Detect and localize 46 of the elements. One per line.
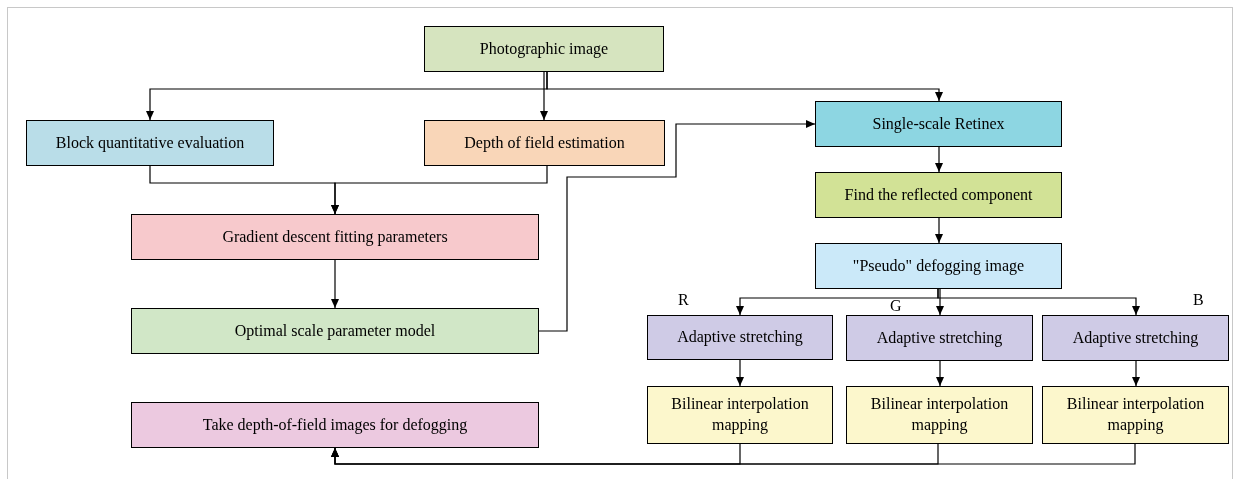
arrow	[1132, 360, 1140, 387]
arrow	[331, 259, 339, 309]
arrow	[540, 71, 548, 121]
box-label: Photographic image	[479, 38, 609, 60]
process-box	[815, 101, 1062, 147]
box-label: Gradient descent fitting parameters	[222, 226, 448, 248]
channel-label: G	[890, 298, 902, 314]
box-label: Block quantitative evaluation	[55, 132, 245, 154]
arrow	[937, 288, 1140, 316]
arrow	[935, 217, 943, 244]
box-label: Adaptive stretching	[1072, 327, 1199, 349]
arrow	[331, 443, 1136, 465]
box-label: Single-scale Retinex	[872, 113, 1005, 135]
box-label: Optimal scale parameter model	[234, 320, 436, 342]
process-box	[26, 120, 274, 166]
box-label: Find the reflected component	[844, 184, 1033, 206]
box-label: Take depth-of-field images for defogging	[202, 414, 468, 436]
process-box	[815, 172, 1062, 218]
process-box	[647, 315, 833, 360]
arrow	[935, 146, 943, 173]
process-box	[1042, 386, 1229, 444]
arrow	[546, 71, 943, 102]
box-label: "Pseudo" defogging image	[852, 255, 1025, 277]
process-box	[1042, 315, 1229, 361]
arrow	[331, 165, 548, 215]
process-box	[846, 386, 1033, 444]
arrow	[538, 120, 816, 332]
process-box	[131, 308, 539, 354]
box-label: Bilinear interpolation mapping	[1065, 394, 1206, 436]
process-box	[131, 214, 539, 260]
arrow	[736, 359, 744, 387]
arrow	[936, 360, 944, 387]
process-box	[424, 26, 664, 72]
process-box	[424, 120, 665, 166]
box-label: Adaptive stretching	[677, 327, 803, 348]
arrow	[936, 288, 944, 316]
channel-label: R	[678, 292, 689, 308]
process-box	[131, 402, 539, 448]
process-box	[647, 386, 833, 444]
box-label: Adaptive stretching	[876, 327, 1003, 349]
box-label: Depth of field estimation	[464, 132, 625, 154]
box-label: Bilinear interpolation mapping	[869, 394, 1010, 436]
process-box	[846, 315, 1033, 361]
channel-label: B	[1193, 292, 1204, 308]
process-box	[815, 243, 1062, 289]
box-label: Bilinear interpolation mapping	[670, 394, 810, 436]
